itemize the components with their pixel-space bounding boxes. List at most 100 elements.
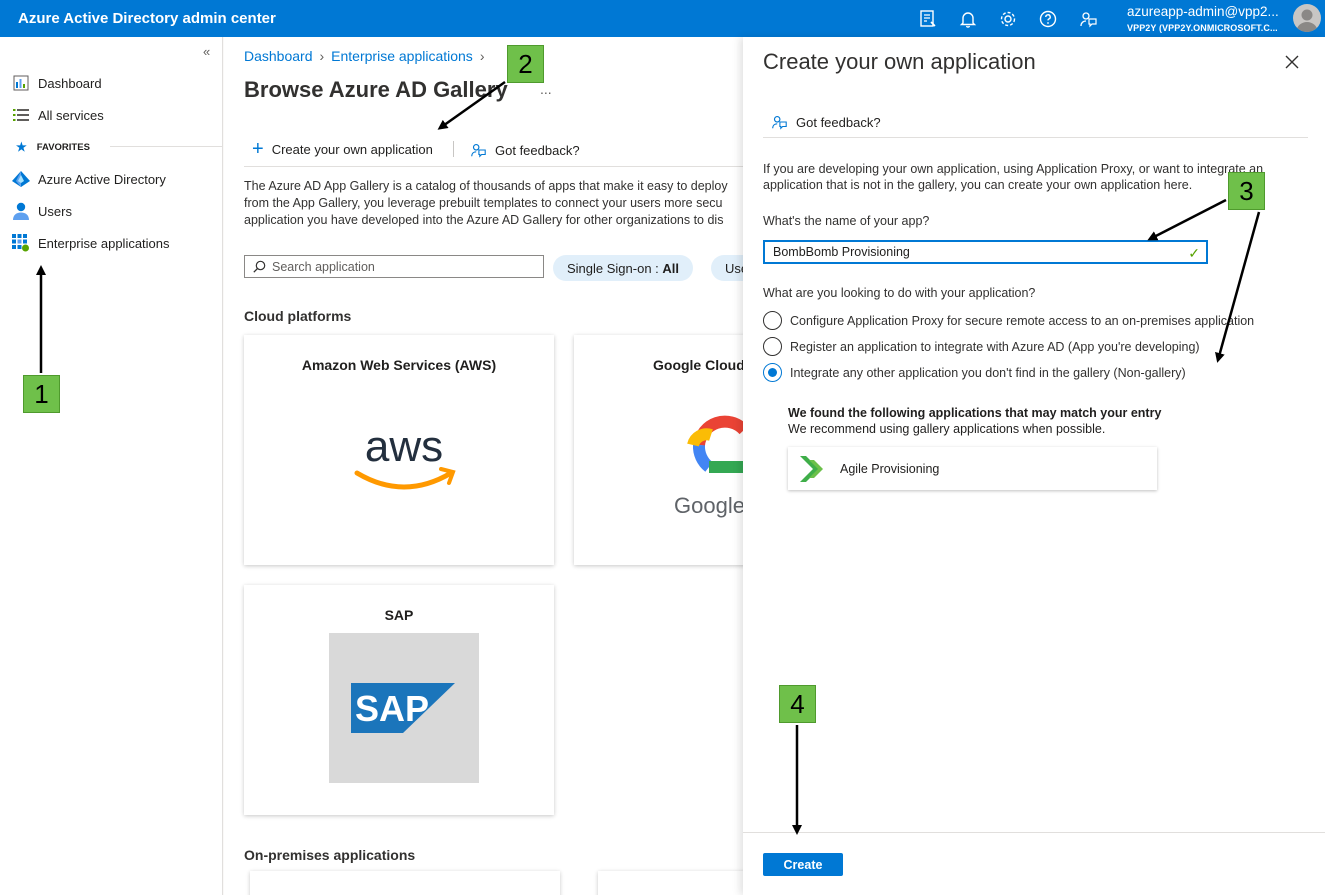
- search-input[interactable]: Search application: [244, 255, 544, 278]
- panel-feedback-button[interactable]: Got feedback?: [770, 113, 881, 131]
- app-name-label: What's the name of your app?: [763, 214, 930, 228]
- favorites-label: FAVORITES: [36, 141, 90, 153]
- help-icon[interactable]: [1038, 9, 1058, 29]
- collapse-sidebar-button[interactable]: «: [203, 44, 211, 59]
- chevron-right-icon: ›: [479, 48, 485, 64]
- account-info[interactable]: azureapp-admin@vpp2... VPP2Y (VPP2Y.ONMI…: [1127, 4, 1279, 36]
- more-options-button[interactable]: ...: [540, 81, 552, 97]
- main-content: Dashboard › Enterprise applications › Brows…: [224, 37, 744, 895]
- gear-icon[interactable]: [998, 9, 1018, 29]
- sap-logo-text: SAP: [355, 688, 429, 729]
- favorites-header: ★ FAVORITES: [16, 140, 90, 154]
- filter-value: All: [662, 260, 680, 276]
- search-icon: [253, 260, 266, 273]
- sidebar-item-azure-active-directory[interactable]: Azure Active Directory: [12, 169, 166, 189]
- radio-label: Integrate any other application you don'…: [790, 365, 1186, 380]
- radio-option-register-app[interactable]: Register an application to integrate wit…: [763, 337, 1200, 356]
- search-placeholder: Search application: [272, 259, 375, 274]
- breadcrumb-dashboard[interactable]: Dashboard: [244, 48, 313, 64]
- tile-name: Google Cloud: [653, 357, 744, 373]
- create-application-panel: Create your own application Got feedback…: [743, 37, 1325, 895]
- sap-logo: SAP: [329, 633, 479, 783]
- match-subtext: We recommend using gallery applications …: [788, 422, 1106, 436]
- breadcrumb-enterprise-applications[interactable]: Enterprise applications: [331, 48, 473, 64]
- checkmark-icon: ✓: [1188, 245, 1200, 261]
- command-bar: + Create your own application Got feedba…: [244, 137, 744, 167]
- description-line: application you have developed into the …: [244, 213, 724, 227]
- sidebar-item-dashboard[interactable]: Dashboard: [12, 73, 102, 93]
- gallery-tile-aws[interactable]: Amazon Web Services (AWS) aws: [244, 335, 554, 565]
- user-name: azureapp-admin@vpp2...: [1127, 4, 1279, 19]
- gallery-description: The Azure AD App Gallery is a catalog of…: [244, 178, 744, 229]
- panel-description: If you are developing your own applicati…: [763, 162, 1264, 192]
- filter-user-account[interactable]: Use: [711, 255, 744, 281]
- plus-icon: +: [252, 138, 264, 160]
- purpose-label: What are you looking to do with your app…: [763, 286, 1036, 300]
- divider: [763, 137, 1308, 138]
- match-heading: We found the following applications that…: [788, 406, 1162, 420]
- app-name-field[interactable]: BombBomb Provisioning ✓: [763, 240, 1208, 264]
- aws-logo: aws: [329, 383, 479, 533]
- divider: [453, 141, 454, 157]
- radio-button[interactable]: [763, 337, 782, 356]
- sidebar-item-label: Dashboard: [38, 75, 102, 91]
- feedback-label: Got feedback?: [796, 114, 881, 130]
- create-button[interactable]: Create: [763, 853, 843, 876]
- divider: [743, 832, 1325, 833]
- radio-label: Configure Application Proxy for secure r…: [790, 313, 1255, 328]
- breadcrumb: Dashboard › Enterprise applications ›: [244, 48, 491, 64]
- portal-settings-icon[interactable]: [918, 9, 938, 29]
- google-cloud-logo: Google: [659, 383, 744, 533]
- chevron-right-icon: ›: [319, 48, 325, 64]
- sidebar-item-label: All services: [38, 107, 104, 123]
- match-notice: We found the following applications that…: [788, 406, 1161, 436]
- gallery-tile-onprem-1[interactable]: [250, 871, 560, 895]
- filter-label: Use: [725, 260, 744, 276]
- filter-single-sign-on[interactable]: Single Sign-on : All: [553, 255, 694, 281]
- tenant-name: VPP2Y (VPP2Y.ONMICROSOFT.C...: [1127, 23, 1278, 33]
- sidebar-item-all-services[interactable]: All services: [12, 105, 104, 125]
- sidebar-item-enterprise-applications[interactable]: Enterprise applications: [12, 233, 170, 253]
- feedback-icon: [770, 113, 788, 131]
- radio-button-selected[interactable]: [763, 363, 782, 382]
- tile-name: Amazon Web Services (AWS): [301, 357, 497, 373]
- feedback-icon[interactable]: [1078, 9, 1098, 29]
- portal-title[interactable]: Azure Active Directory admin center: [18, 10, 276, 27]
- divider: [110, 146, 223, 147]
- matched-app-card[interactable]: Agile Provisioning: [788, 447, 1157, 490]
- dashboard-icon: [12, 74, 30, 92]
- section-title-cloud-platforms: Cloud platforms: [244, 308, 352, 324]
- filter-label: Single Sign-on :: [567, 260, 663, 276]
- sidebar-item-label: Azure Active Directory: [38, 171, 166, 187]
- sidebar-item-users[interactable]: Users: [12, 201, 72, 221]
- top-bar: Azure Active Directory admin center azur…: [0, 0, 1325, 37]
- gallery-tile-sap[interactable]: SAP SAP: [244, 585, 554, 815]
- close-icon[interactable]: [1283, 53, 1301, 71]
- enterprise-apps-icon: [12, 234, 30, 252]
- got-feedback-button[interactable]: Got feedback?: [469, 141, 580, 159]
- aws-logo-text: aws: [365, 422, 443, 471]
- radio-option-app-proxy[interactable]: Configure Application Proxy for secure r…: [763, 311, 1254, 330]
- aad-icon: [12, 170, 30, 188]
- sidebar: « Dashboard All services ★ FAVORITES Azu…: [0, 37, 223, 895]
- bell-icon[interactable]: [958, 9, 978, 29]
- feedback-label: Got feedback?: [495, 142, 580, 158]
- tile-name: SAP: [384, 607, 414, 623]
- description-line: from the App Gallery, you leverage prebu…: [244, 196, 723, 210]
- page-title: Browse Azure AD Gallery: [244, 77, 508, 102]
- app-name-value: BombBomb Provisioning: [773, 245, 910, 259]
- avatar[interactable]: [1293, 4, 1321, 32]
- create-your-own-application-button[interactable]: + Create your own application: [252, 138, 433, 160]
- star-icon: ★: [16, 140, 27, 154]
- users-icon: [12, 202, 30, 220]
- matched-app-name: Agile Provisioning: [840, 461, 940, 476]
- radio-option-non-gallery[interactable]: Integrate any other application you don'…: [763, 363, 1186, 382]
- list-icon: [12, 106, 30, 124]
- sidebar-item-label: Enterprise applications: [38, 235, 170, 251]
- gallery-tile-onprem-2[interactable]: [598, 871, 744, 895]
- radio-label: Register an application to integrate wit…: [790, 339, 1200, 354]
- description-line: The Azure AD App Gallery is a catalog of…: [244, 179, 728, 193]
- feedback-icon: [469, 141, 487, 159]
- radio-button[interactable]: [763, 311, 782, 330]
- gallery-tile-google-cloud[interactable]: Google Cloud Google: [574, 335, 744, 565]
